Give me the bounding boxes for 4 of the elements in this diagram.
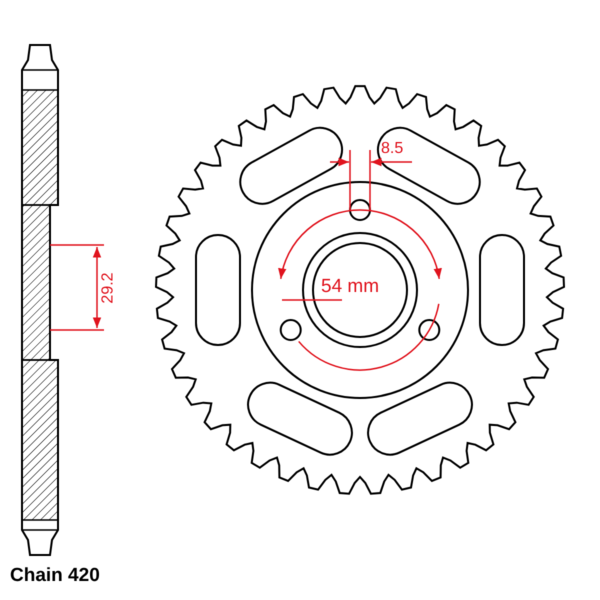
dimension-label: 8.5	[381, 141, 404, 157]
dimension-label: Chain 420	[10, 566, 100, 585]
dimension-label: 29.2	[100, 272, 117, 304]
dimension-label: 54 mm	[321, 277, 380, 296]
